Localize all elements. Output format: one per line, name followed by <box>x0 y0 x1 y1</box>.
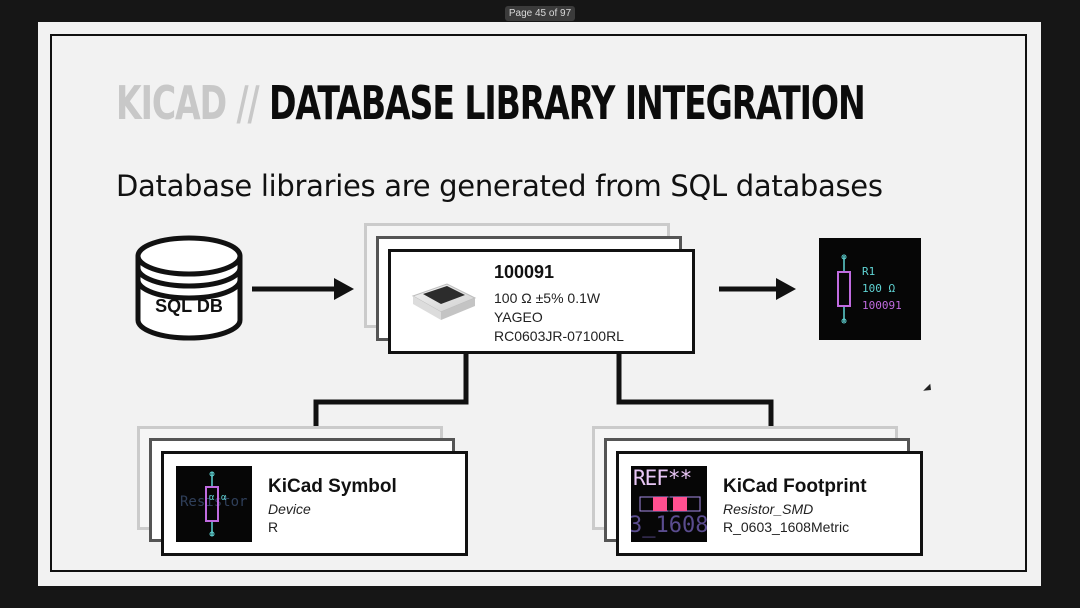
symbol-thumb-text: Resistor <box>180 494 248 510</box>
symbol-library: Device <box>268 501 311 517</box>
svg-text:α: α <box>209 493 215 503</box>
connector-part-to-symbol <box>313 352 469 438</box>
title-prefix: KICAD // <box>116 76 260 130</box>
symbol-card[interactable]: Resistor α α KiCad Symbol Device R <box>161 451 468 556</box>
connector-part-to-footprint <box>616 352 774 438</box>
svg-text:α: α <box>221 493 227 503</box>
symbol-name: R <box>268 519 279 535</box>
symbol-title: KiCad Symbol <box>268 476 397 497</box>
title-main: DATABASE LIBRARY INTEGRATION <box>268 76 866 130</box>
sql-db-cylinder-icon <box>135 235 243 341</box>
slide-frame <box>50 34 1027 572</box>
footprint-name: R_0603_1608Metric <box>723 519 850 535</box>
footprint-thumbnail: REF** 3_1608 <box>631 466 707 542</box>
schematic-part: 100091 <box>862 299 902 312</box>
footprint-title: KiCad Footprint <box>723 476 867 497</box>
slide-title: KICAD // DATABASE LIBRARY INTEGRATION <box>116 74 866 132</box>
sql-db-label: SQL DB <box>155 296 223 316</box>
footprint-pads-icon <box>639 496 701 512</box>
arrowhead-db-to-part <box>334 278 354 300</box>
resistor-symbol-thumb-icon: α α <box>205 471 227 537</box>
footprint-card[interactable]: REF** 3_1608 KiCad Footprint Resistor_SM… <box>616 451 923 556</box>
part-manufacturer: YAGEO <box>494 309 543 325</box>
part-mpn: RC0603JR-07100RL <box>494 328 624 344</box>
footprint-thumb-val: 3_1608 <box>631 513 707 538</box>
schematic-ref: R1 <box>862 265 876 278</box>
part-spec: 100 Ω ±5% 0.1W <box>494 290 601 306</box>
part-card[interactable]: 100091 100 Ω ±5% 0.1W YAGEO RC0603JR-071… <box>388 249 695 354</box>
arrowhead-part-to-schematic <box>776 278 796 300</box>
resistor-photo-icon <box>411 283 477 320</box>
slide-subtitle: Database libraries are generated from SQ… <box>116 169 883 203</box>
schematic-preview: R1 100 Ω 100091 <box>819 238 921 340</box>
part-id: 100091 <box>494 262 555 282</box>
schematic-value: 100 Ω <box>862 282 896 295</box>
resistor-symbol-icon <box>837 254 851 324</box>
footprint-library: Resistor_SMD <box>723 501 814 517</box>
symbol-thumbnail: Resistor α α <box>176 466 252 542</box>
footprint-thumb-ref: REF** <box>633 466 692 490</box>
page-indicator: Page 45 of 97 <box>505 6 575 21</box>
